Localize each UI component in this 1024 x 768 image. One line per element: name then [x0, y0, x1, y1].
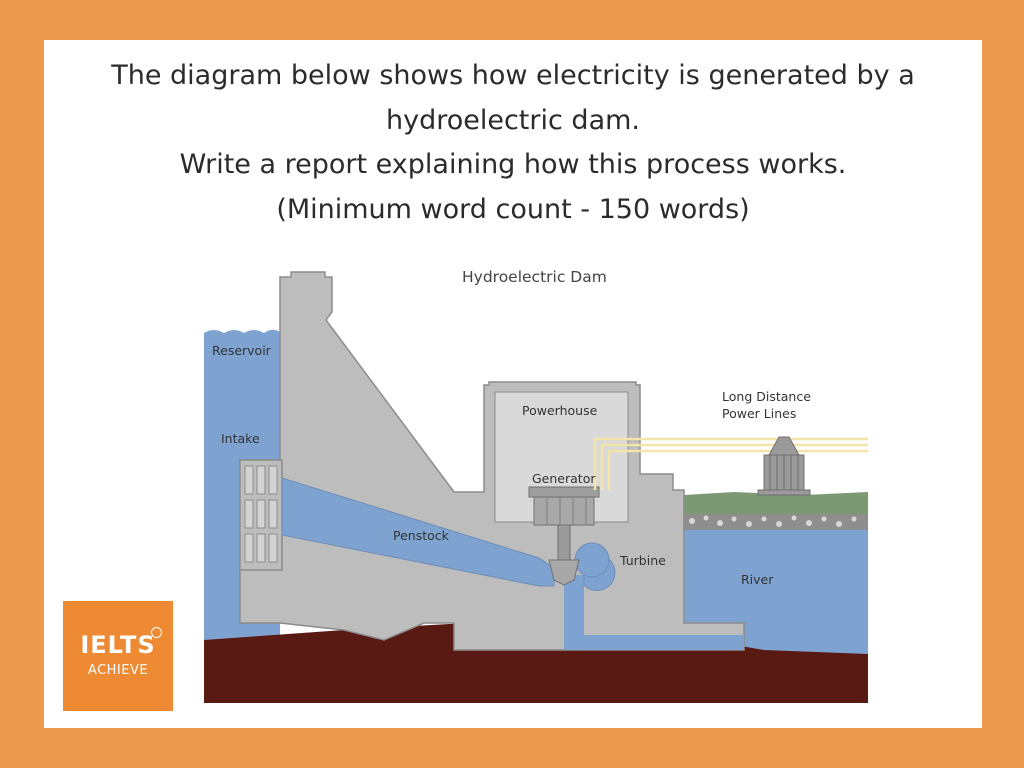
diagram-title: Hydroelectric Dam: [462, 268, 607, 286]
prompt-line-3: Write a report explaining how this proce…: [179, 149, 847, 180]
dam-body: [239, 271, 745, 651]
turbine-runner: [548, 559, 580, 586]
turbine-scroll: [574, 542, 610, 578]
logo-wordmark: IELTS: [80, 631, 156, 659]
label-generator: Generator: [532, 471, 596, 486]
transmission-tower: [757, 436, 811, 496]
prompt-line-4: (Minimum word count - 150 words): [276, 193, 750, 225]
ielts-achieve-logo: IELTS ACHIEVE: [63, 601, 173, 711]
penstock-pipe: [281, 477, 555, 587]
label-power-lines-line2: Power Lines: [722, 406, 796, 421]
logo-subtext: ACHIEVE: [87, 663, 149, 678]
generator: [528, 486, 600, 526]
intake-grate: [239, 459, 283, 571]
hydroelectric-dam-diagram: Hydroelectric Dam Reservoir Intake Power…: [204, 268, 868, 703]
label-river: River: [741, 572, 774, 587]
task-prompt: The diagram below shows how electricity …: [44, 54, 982, 232]
label-turbine: Turbine: [619, 553, 666, 568]
turbine-shaft: [557, 524, 571, 561]
label-power-lines-line1: Long Distance: [722, 389, 811, 404]
content-card: The diagram below shows how electricity …: [44, 40, 982, 728]
registered-mark-icon: [151, 627, 162, 638]
rock-dots: [689, 515, 857, 527]
prompt-line-1: The diagram below shows how electricity …: [111, 60, 915, 91]
label-powerhouse: Powerhouse: [522, 403, 598, 418]
label-penstock: Penstock: [393, 528, 450, 543]
label-reservoir: Reservoir: [212, 343, 272, 358]
outflow-channel: [564, 575, 744, 650]
label-intake: Intake: [221, 431, 260, 446]
prompt-line-2: hydroelectric dam.: [385, 104, 640, 136]
